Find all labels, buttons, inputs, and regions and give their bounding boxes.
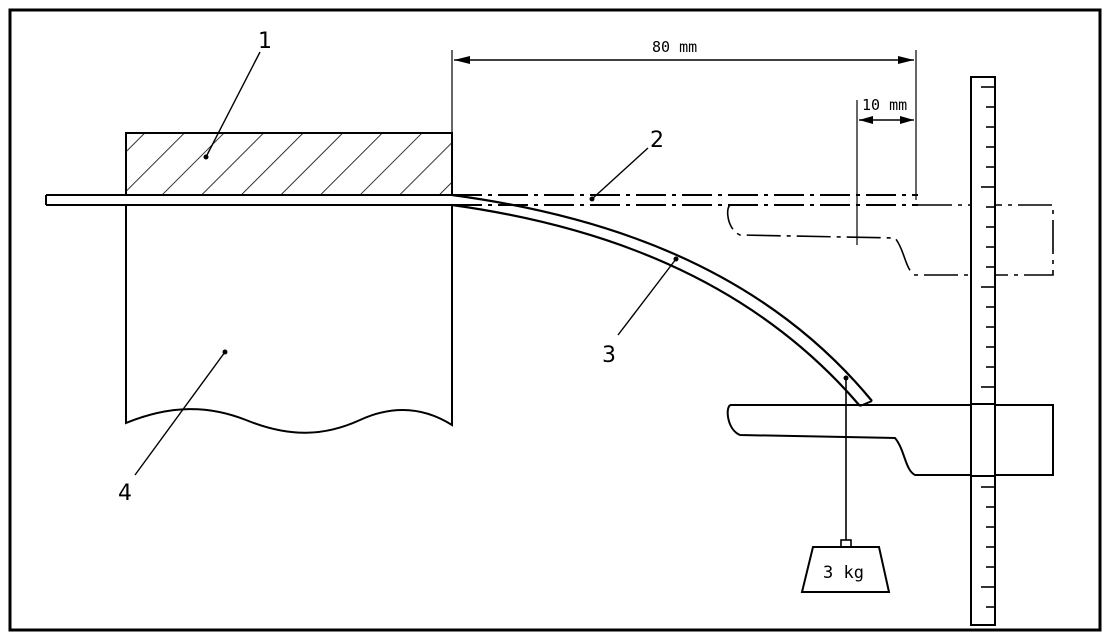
label-original-position: 2 xyxy=(650,128,664,153)
dimension-80mm xyxy=(454,56,914,64)
weight-block xyxy=(800,546,891,593)
clamp-block xyxy=(125,132,453,196)
dimension-10mm xyxy=(859,116,914,124)
leader-1 xyxy=(205,51,261,158)
vertical-scale xyxy=(970,76,996,626)
test-strip-flat xyxy=(45,194,452,206)
deflected-strip xyxy=(451,193,873,402)
weight-hook xyxy=(840,539,852,548)
strip-hook-point xyxy=(843,375,849,381)
label-deflected-strip: 3 xyxy=(602,343,616,368)
dimension-80mm-text: 80 mm xyxy=(652,38,697,56)
leader-2 xyxy=(591,147,649,200)
label-clamp: 1 xyxy=(258,29,272,54)
leader-4-dot xyxy=(222,349,228,355)
outer-frame xyxy=(8,8,1102,632)
vertical-scale-front xyxy=(970,403,996,477)
leader-2-dot xyxy=(589,196,595,202)
leader-3 xyxy=(617,258,677,336)
leader-1-dot xyxy=(203,154,209,160)
base-block xyxy=(125,205,453,434)
lower-holder xyxy=(726,404,1054,476)
label-base: 4 xyxy=(118,481,132,506)
dimension-10mm-text: 10 mm xyxy=(862,96,907,114)
leader-4 xyxy=(134,351,226,476)
phantom-holder xyxy=(726,204,1054,276)
weight-label: 3 kg xyxy=(823,563,864,583)
deflected-strip-underside xyxy=(451,203,861,407)
leader-3-dot xyxy=(673,256,679,262)
original-position-dashed xyxy=(452,194,918,206)
